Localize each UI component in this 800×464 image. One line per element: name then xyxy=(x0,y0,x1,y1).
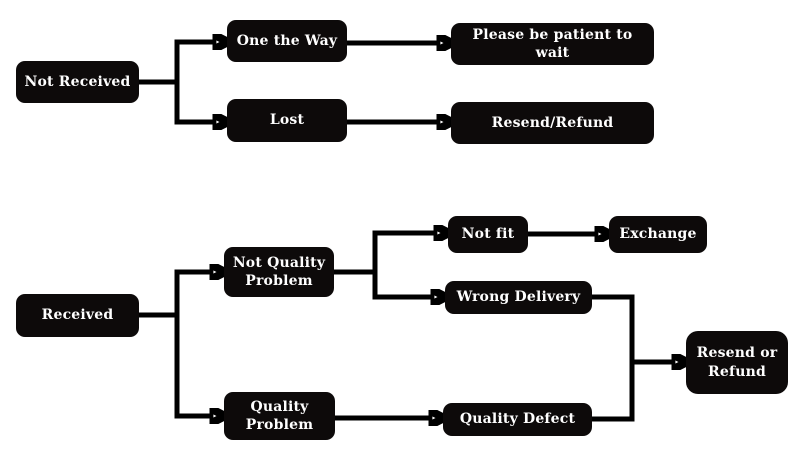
node-quality-problem: Quality Problem xyxy=(224,392,335,440)
node-not-received: Not Received xyxy=(16,61,139,103)
node-wrong-delivery: Wrong Delivery xyxy=(445,281,592,314)
node-quality-defect: Quality Defect xyxy=(443,403,592,436)
node-resend-or-refund: Resend or Refund xyxy=(686,331,788,394)
node-exchange: Exchange xyxy=(609,216,707,253)
node-not-quality-problem: Not Quality Problem xyxy=(224,247,334,297)
node-not-fit: Not fit xyxy=(448,216,528,253)
node-resend-refund: Resend/Refund xyxy=(451,102,654,144)
node-one-the-way: One the Way xyxy=(227,20,347,62)
node-received: Received xyxy=(16,294,139,337)
node-lost: Lost xyxy=(227,99,347,142)
node-please-be-patient: Please be patient to wait xyxy=(451,23,654,65)
